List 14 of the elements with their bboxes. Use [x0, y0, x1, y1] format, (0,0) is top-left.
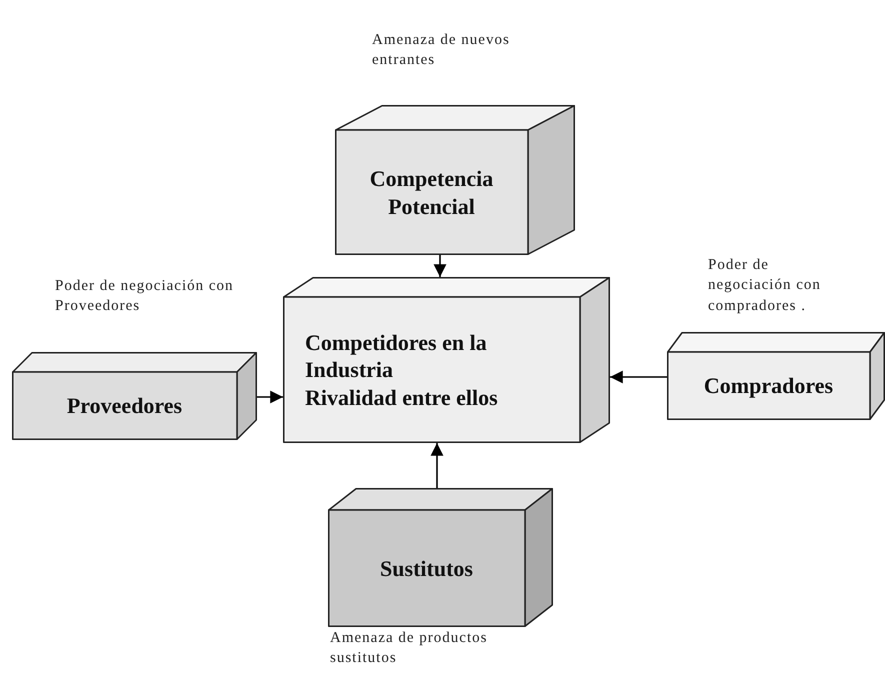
arrow — [610, 370, 667, 384]
box-label: Competidores en la Industria — [305, 328, 488, 384]
force-caption: Amenaza de productos sustitutos — [330, 629, 488, 668]
box-label: Competencia Potencial — [368, 165, 494, 220]
arrow — [430, 443, 444, 488]
box-label: Proveedores — [66, 392, 182, 420]
box-label: Rivalidad entre ellos — [305, 384, 498, 412]
force-caption: Poder de negociación con Proveedores — [55, 277, 235, 316]
box-label: Sustitutos — [380, 554, 473, 582]
force-caption: Amenaza de nuevos entrantes — [372, 31, 511, 70]
box-label: Compradores — [704, 372, 834, 400]
arrow — [434, 255, 446, 277]
force-caption: Poder de negociación con compradores . — [708, 256, 822, 316]
arrow — [257, 390, 283, 404]
